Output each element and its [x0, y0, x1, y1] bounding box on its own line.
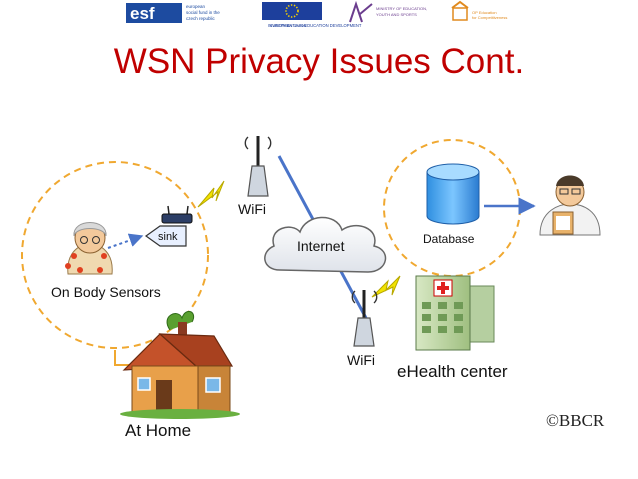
wireless-bolt-icon	[197, 180, 225, 208]
copyright: ©BBCR	[546, 411, 605, 430]
esf-logo: esf european social fund in the czech re…	[126, 3, 220, 23]
sensor-to-sink-arrow	[107, 233, 144, 249]
doctor-icon	[539, 175, 601, 236]
svg-text:for Competitiveness: for Competitiveness	[472, 15, 507, 20]
svg-text:YOUTH AND SPORTS: YOUTH AND SPORTS	[376, 12, 417, 17]
ehealth-center-label: eHealth center	[397, 362, 508, 381]
wireless-bolt-icon	[371, 275, 401, 298]
internet-label: Internet	[297, 238, 345, 254]
slide-title: WSN Privacy Issues Cont.	[113, 42, 525, 81]
patient-icon	[65, 222, 113, 275]
svg-text:czech republic: czech republic	[186, 16, 216, 21]
ministry-logo: MINISTRY OF EDUCATION, YOUTH AND SPORTS	[349, 0, 427, 23]
svg-text:EUROPEAN UNION: EUROPEAN UNION	[270, 23, 307, 28]
at-home-label: At Home	[125, 421, 191, 440]
svg-text:OP Education: OP Education	[472, 10, 497, 15]
op-logo: OP Education for Competitiveness	[451, 0, 507, 21]
wifi-top-label: WiFi	[238, 201, 266, 217]
svg-text:european: european	[186, 4, 206, 9]
header-tagline: INVESTMENTS IN EDUCATION DEVELOPMENT	[268, 23, 362, 28]
house-icon	[120, 310, 240, 419]
eu-flag-logo: EUROPEAN UNION	[262, 2, 322, 28]
sink-label: sink	[158, 231, 178, 243]
wifi-bottom-label: WiFi	[347, 352, 375, 368]
sink-node	[144, 225, 187, 247]
database-label: Database	[423, 232, 475, 246]
logo-bar: esf european social fund in the czech re…	[0, 0, 638, 28]
svg-text:social fund in the: social fund in the	[186, 10, 220, 15]
svg-text:esf: esf	[130, 4, 155, 23]
ehealth-building-icon	[415, 275, 495, 351]
database-icon	[426, 163, 480, 225]
internet-cloud-icon	[264, 216, 387, 273]
wifi-access-point-icon	[244, 136, 272, 197]
home-region	[21, 161, 209, 349]
svg-text:MINISTRY OF EDUCATION,: MINISTRY OF EDUCATION,	[376, 6, 427, 11]
router-icon	[161, 205, 193, 224]
wifi-access-point-icon	[351, 290, 378, 347]
on-body-sensors-label: On Body Sensors	[51, 284, 161, 300]
